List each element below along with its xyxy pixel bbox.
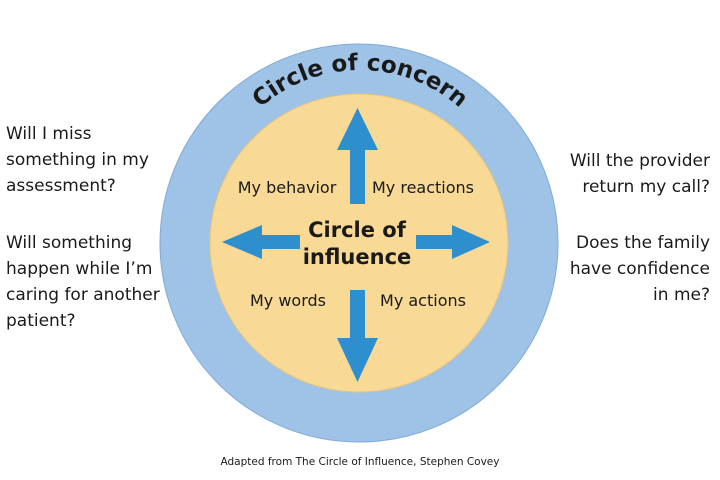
quadrant-label-reactions: My reactions: [372, 178, 474, 197]
circle-of-influence-title-line1: Circle of: [308, 218, 407, 242]
arrow-left-icon: [222, 225, 300, 259]
quadrant-label-behavior: My behavior: [238, 178, 337, 197]
concern-question-miss-assessment: Will I miss something in my assessment?: [6, 124, 149, 196]
quadrant-label-words: My words: [250, 291, 326, 310]
concern-question-something-happen: Will something happen while I’m caring f…: [6, 233, 160, 331]
attribution-caption: Adapted from The Circle of Influence, St…: [220, 456, 500, 468]
circle-of-influence-title-line2: influence: [303, 245, 412, 269]
concern-question-provider-call: Will the provider return my call?: [569, 151, 710, 197]
quadrant-label-actions: My actions: [380, 291, 466, 310]
inner-circle-of-influence: [209, 93, 509, 393]
arrow-right-icon: [416, 225, 490, 259]
arrow-up-icon: [337, 108, 378, 204]
concern-question-family-confidence: Does the family have confidence in me?: [569, 233, 710, 305]
arrow-down-icon: [337, 290, 378, 382]
